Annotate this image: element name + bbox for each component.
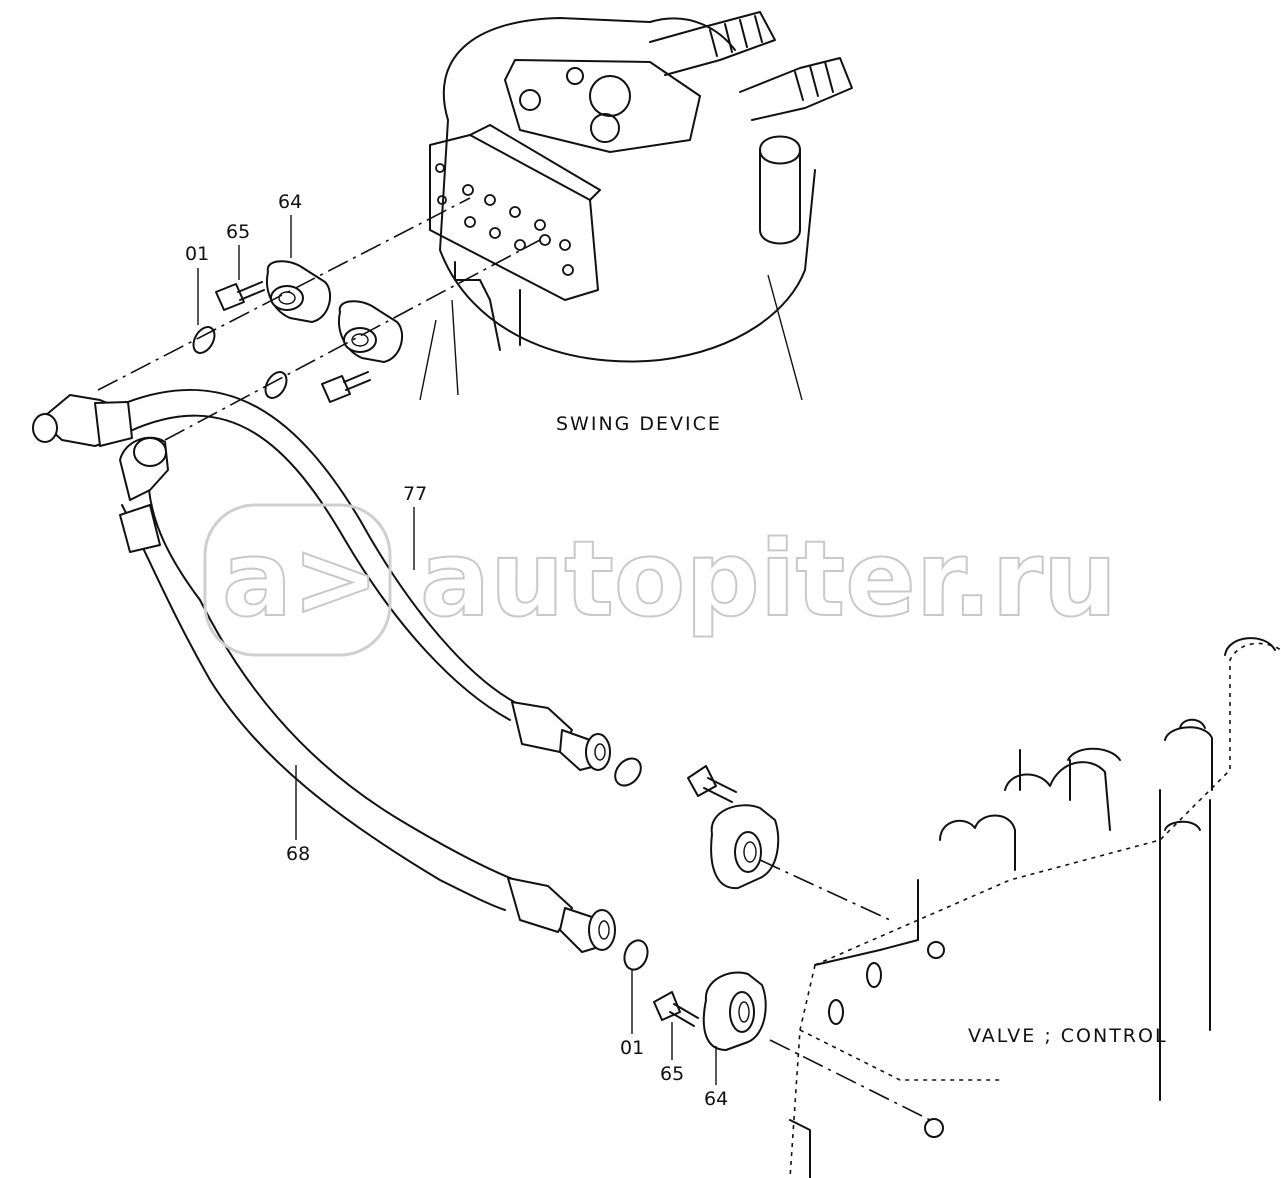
callout-valve-flange: 64: [704, 1088, 728, 1110]
callout-valve-bolt: 65: [660, 1063, 684, 1085]
callout-labels: SWING DEVICE VALVE ; CONTROL 64 65 01 77…: [185, 191, 1168, 1110]
watermark: a> autopiter.ru: [203, 503, 1118, 657]
callout-swing-bolt: 65: [226, 221, 250, 243]
swing-device-label: SWING DEVICE: [556, 413, 722, 435]
callout-swing-oring: 01: [185, 243, 209, 265]
watermark-text: autopiter.ru: [420, 518, 1117, 640]
swing-device-drawing: [419, 11, 853, 401]
valve-control-label: VALVE ; CONTROL: [968, 1025, 1168, 1047]
hose-68: [119, 436, 616, 953]
watermark-frame: [203, 503, 392, 657]
valve-control-drawing: [789, 637, 1281, 1178]
hose-77: [32, 388, 611, 771]
callout-valve-oring: 01: [620, 1037, 644, 1059]
callout-hose-lower: 68: [286, 843, 310, 865]
watermark-logo: a>: [222, 518, 379, 640]
valve-side-fittings: [614, 757, 931, 1121]
callout-swing-flange: 64: [278, 191, 302, 213]
swing-side-fittings: [97, 197, 541, 441]
callout-hose-upper: 77: [403, 483, 427, 505]
